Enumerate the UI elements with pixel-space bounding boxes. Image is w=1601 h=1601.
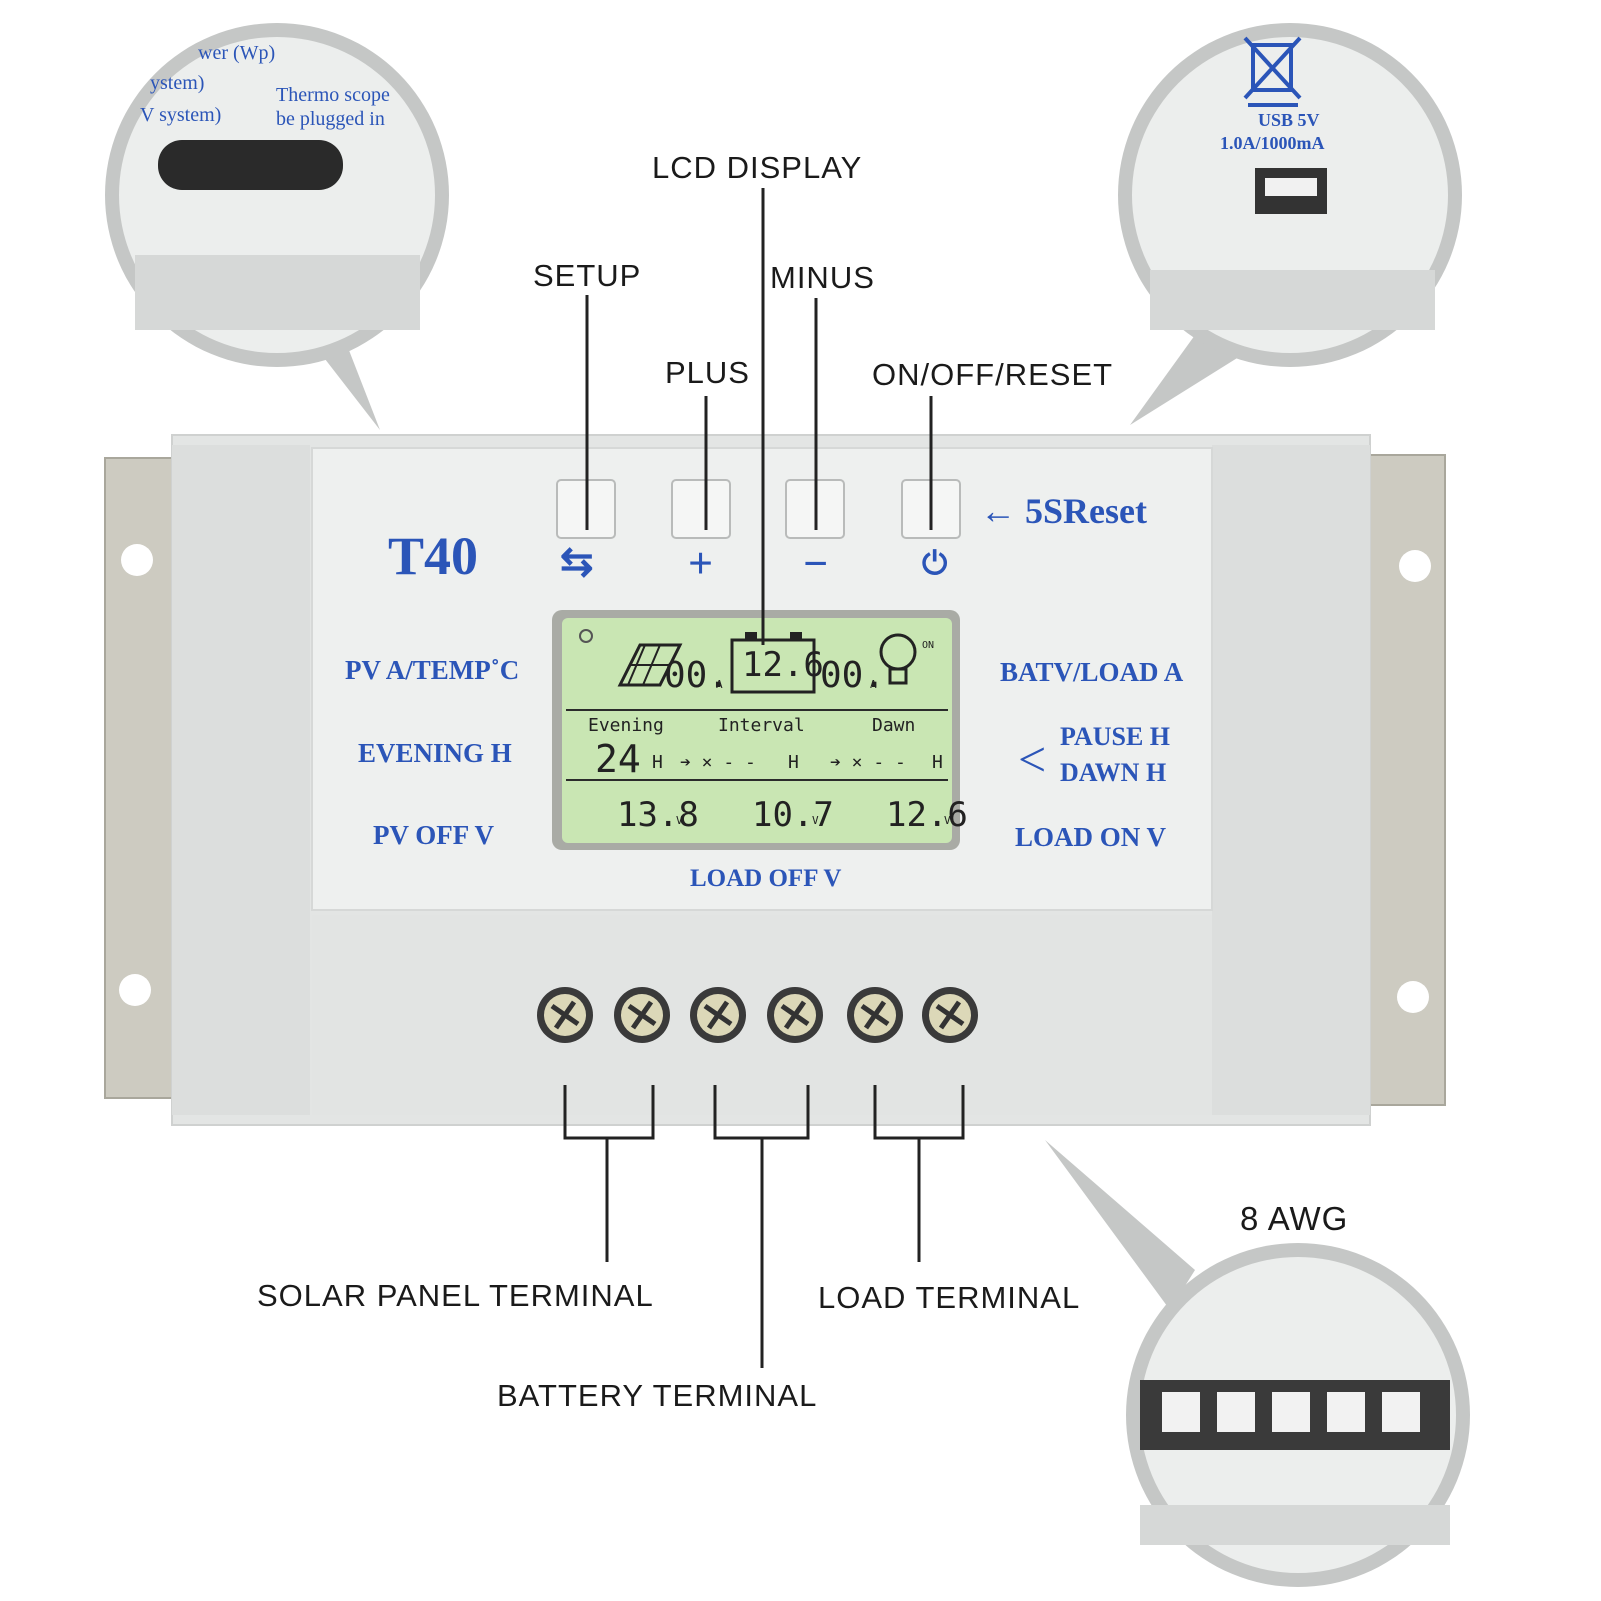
load-terminal-label: LOAD TERMINAL xyxy=(818,1280,1081,1315)
inset-text-system-12: ystem) xyxy=(150,72,205,94)
battery-icon xyxy=(730,632,816,694)
evening-label: EVENING H xyxy=(358,738,512,768)
lcd-load-off-voltage: 10.7 xyxy=(752,795,834,835)
housing-left-panel xyxy=(172,445,310,1115)
lcd-interval-value: ➔ × - - xyxy=(680,752,756,773)
lcd-evening-hours: 24 xyxy=(595,737,641,781)
load-off-label: LOAD OFF V xyxy=(690,865,842,892)
usb-rating-line1: USB 5V xyxy=(1258,110,1320,130)
right-bottom-mount-hole xyxy=(1397,981,1429,1013)
solar-panel-icon xyxy=(617,643,683,687)
model-label: T40 xyxy=(388,526,479,586)
inset-text-plugged: be plugged in xyxy=(276,108,385,130)
pause-dawn-bracket: < xyxy=(1018,731,1047,787)
bulb-icon xyxy=(879,633,917,685)
right-top-mount-hole xyxy=(1399,550,1431,582)
inset-text-system-24: V system) xyxy=(140,104,222,126)
lcd-load-on-voltage: 12.6 xyxy=(886,795,968,835)
wire-clamp-slot-3 xyxy=(1272,1392,1310,1432)
wire-clamp-slot-2 xyxy=(1217,1392,1255,1432)
reset-hint-label: ← 5SReset xyxy=(980,491,1147,531)
wire-clamp-slot-1 xyxy=(1162,1392,1200,1432)
dawn-label: DAWN H xyxy=(1060,758,1167,787)
lcd-load-off-unit: V xyxy=(812,814,819,827)
plus-symbol: + xyxy=(688,539,714,588)
lcd-dawn-value: ➔ × - - xyxy=(830,752,906,773)
wire-gauge-label: 8 AWG xyxy=(1240,1200,1349,1237)
inset-top-right xyxy=(1118,23,1462,425)
left-top-mount-hole xyxy=(121,544,153,576)
usb-rating-line2: 1.0A/1000mA xyxy=(1220,133,1325,153)
wire-clamp-slot-4 xyxy=(1327,1392,1365,1432)
setup-label: SETUP xyxy=(533,258,642,293)
lcd-screen xyxy=(562,618,952,843)
inset-text-thermo: Thermo scope xyxy=(276,84,390,106)
minus-label: MINUS xyxy=(770,260,875,295)
pv-temp-label: PV A/TEMP˚C xyxy=(345,655,520,685)
plus-label: PLUS xyxy=(665,355,750,390)
terminal-screw-3[interactable] xyxy=(690,987,746,1043)
wire-clamp-slot-5 xyxy=(1382,1392,1420,1432)
terminal-screw-5[interactable] xyxy=(847,987,903,1043)
lcd-pv-off-voltage: 13.8 xyxy=(617,795,699,835)
lcd-col-interval: Interval xyxy=(718,715,805,736)
lcd-dawn-hour-unit: H xyxy=(932,752,943,773)
setup-symbol: ⇆ xyxy=(560,539,594,584)
wire-clamp-slots xyxy=(1162,1392,1420,1432)
power-symbol: ⏻ xyxy=(922,545,948,581)
lcd-col-evening: Evening xyxy=(588,715,664,736)
inset-text-power: wer (Wp) xyxy=(198,42,276,64)
on-off-reset-label: ON/OFF/RESET xyxy=(872,357,1114,392)
bat-load-label: BATV/LOAD A xyxy=(1000,657,1184,687)
load-on-label: LOAD ON V xyxy=(1015,822,1167,852)
terminal-block xyxy=(312,915,1212,1115)
lcd-pv-amp-unit: A xyxy=(716,678,723,691)
lcd-evening-hour-unit: H xyxy=(652,752,663,773)
minus-symbol: − xyxy=(803,539,829,588)
sun-icon xyxy=(579,629,593,643)
solar-panel-terminal-label: SOLAR PANEL TERMINAL xyxy=(257,1278,654,1313)
lcd-load-current: 00. xyxy=(820,655,886,696)
lcd-pv-current: 00. xyxy=(664,655,730,696)
battery-terminal-label: BATTERY TERMINAL xyxy=(497,1378,818,1413)
thermo-probe-jack xyxy=(158,140,343,190)
inset-top-left xyxy=(105,23,449,430)
lcd-bulb-state: ON xyxy=(922,640,935,651)
housing-right-panel xyxy=(1212,445,1370,1115)
lcd-load-amp-unit: A xyxy=(870,678,877,691)
terminal-screw-4[interactable] xyxy=(767,987,823,1043)
lcd-interval-hour-unit: H xyxy=(788,752,799,773)
leader-lines xyxy=(563,188,965,1368)
pv-off-label: PV OFF V xyxy=(373,820,494,850)
plus-button[interactable] xyxy=(671,479,731,539)
terminal-screw-2[interactable] xyxy=(614,987,670,1043)
terminal-screw-1[interactable] xyxy=(537,987,593,1043)
terminal-screw-6[interactable] xyxy=(922,987,978,1043)
left-bottom-mount-hole xyxy=(119,974,151,1006)
inset-bottom-right xyxy=(1045,1140,1470,1587)
lcd-display-label: LCD DISPLAY xyxy=(652,150,863,185)
lcd-load-on-unit: V xyxy=(944,814,951,827)
weee-bin-icon xyxy=(1243,36,1302,107)
pause-label: PAUSE H xyxy=(1060,722,1171,751)
terminal-screws xyxy=(537,987,978,1043)
lcd-battery-voltage: 12.6 xyxy=(742,645,824,685)
lcd-pv-off-unit: V xyxy=(676,814,683,827)
lcd-col-dawn: Dawn xyxy=(872,715,916,736)
